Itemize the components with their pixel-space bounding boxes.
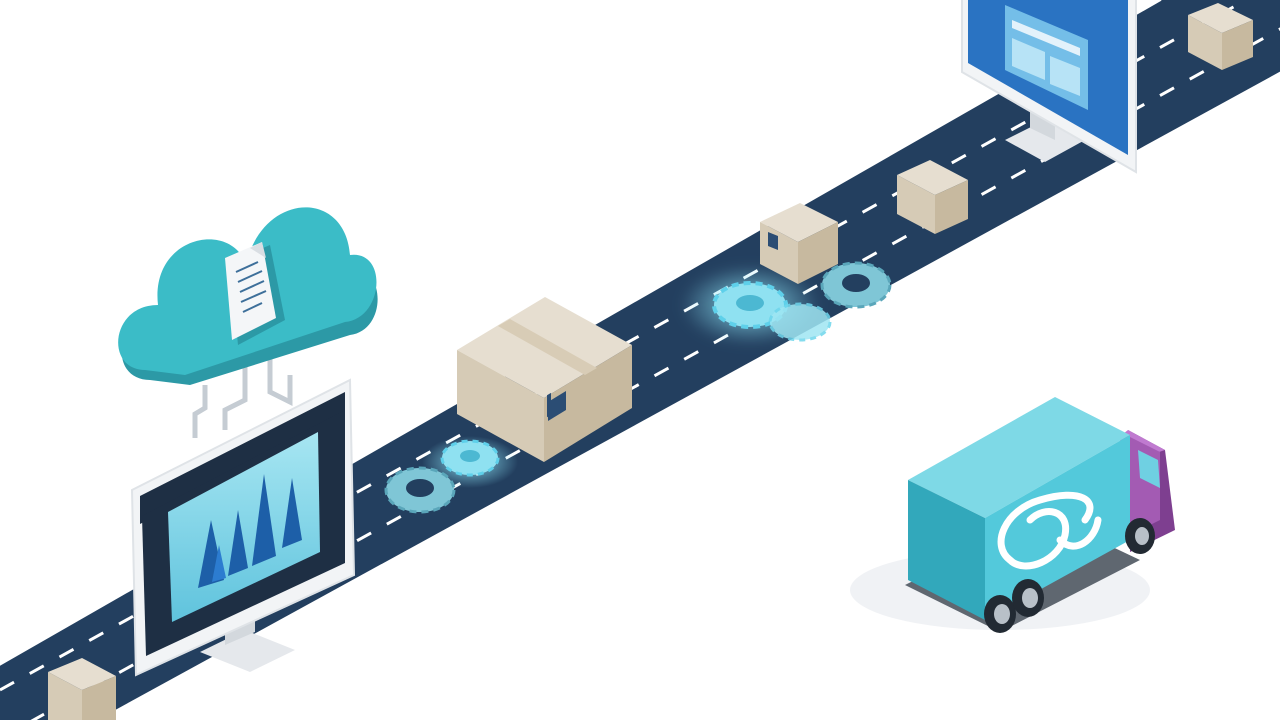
monitor-stand-base <box>200 630 295 672</box>
chart-peak <box>252 474 276 566</box>
box-top <box>760 203 838 242</box>
dashboard-monitor-icon <box>961 0 1137 174</box>
gear-icon <box>440 439 500 477</box>
dashboard-row <box>1012 38 1045 80</box>
document-page <box>225 242 276 340</box>
box-right <box>935 180 968 234</box>
box-top <box>1188 3 1253 33</box>
box-left <box>1188 15 1222 70</box>
cloud-connector-pipes <box>192 352 293 438</box>
box-top <box>897 160 968 195</box>
document-fold <box>250 242 266 258</box>
box-tape <box>498 319 597 375</box>
chart-peak <box>228 510 248 576</box>
box-left <box>897 175 935 234</box>
package-box-icon <box>760 203 838 284</box>
document-lines <box>235 261 267 313</box>
truck-cargo-side <box>985 435 1130 620</box>
truck-logo-icon <box>997 491 1102 570</box>
delivery-truck-icon <box>850 397 1175 633</box>
chart-peak <box>212 545 226 582</box>
box-sticker <box>768 232 778 250</box>
box-right <box>82 676 116 720</box>
chart-peaks <box>198 474 302 588</box>
gear-cluster-right <box>680 261 892 345</box>
pipe <box>192 385 208 438</box>
dashboard-row <box>1050 56 1080 96</box>
package-box-icon <box>897 160 968 234</box>
truck-wheel <box>1012 579 1044 617</box>
analytics-monitor-icon <box>130 378 356 677</box>
package-box-icon <box>457 297 632 462</box>
truck-wheel <box>984 595 1016 633</box>
truck-cargo-back <box>908 480 985 620</box>
truck-window <box>1138 450 1160 488</box>
truck-wheel <box>1125 518 1155 554</box>
box-right <box>798 222 838 284</box>
pipe <box>222 365 248 430</box>
package-box-icon <box>1188 3 1253 70</box>
gear-icon <box>820 261 892 309</box>
road-edge-bottom <box>97 71 1280 720</box>
truck-cargo-top <box>908 397 1130 518</box>
package-box-icon <box>48 658 116 720</box>
chart-peak <box>282 478 302 548</box>
box-right <box>1222 20 1253 70</box>
cloud-document-icon <box>118 207 378 438</box>
box-right <box>544 345 632 462</box>
box-top <box>48 658 116 690</box>
box-left <box>457 350 544 462</box>
gear-cluster-left <box>384 436 518 514</box>
gear-icon <box>768 302 832 342</box>
pipe <box>267 352 293 407</box>
gear-icon <box>384 466 456 514</box>
box-left <box>48 672 82 720</box>
box-sticker <box>548 391 566 421</box>
dashboard-row <box>1012 20 1080 56</box>
